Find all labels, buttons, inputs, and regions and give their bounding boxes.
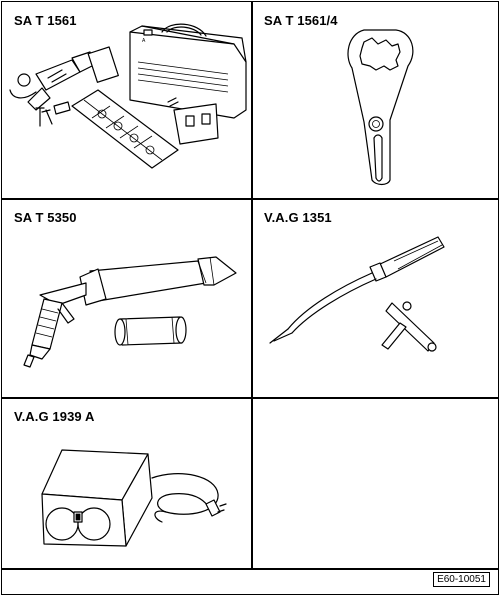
- sat-1561-4-spanner-illustration: [347, 29, 414, 186]
- grid-divider-row1: [2, 198, 498, 200]
- tool-cell-sat-1561: SA T 1561 A: [2, 2, 251, 198]
- reference-code: E60-10051: [433, 572, 490, 587]
- sat-5350-gun-illustration: [23, 256, 237, 368]
- svg-text:A: A: [142, 38, 146, 44]
- tool-cell-sat-1561-4: SA T 1561/4: [252, 2, 498, 198]
- grid-divider-vertical: [251, 2, 253, 568]
- tool-cell-sat-5350: SA T 5350: [2, 199, 251, 397]
- tool-label: SA T 5350: [14, 210, 77, 225]
- empty-cell: [252, 398, 498, 568]
- tool-cell-vag-1939a: V.A.G 1939 A: [2, 398, 251, 568]
- tool-label: SA T 1561: [14, 13, 77, 28]
- tool-label: V.A.G 1351: [264, 210, 332, 225]
- grid-divider-footer: [2, 568, 498, 570]
- vag-1939a-device-illustration: [41, 449, 227, 547]
- vag-1351-tools-illustration: [269, 236, 445, 352]
- tool-label: SA T 1561/4: [264, 13, 338, 28]
- sat-1561-kit-illustration: A: [9, 23, 247, 169]
- tool-label: V.A.G 1939 A: [14, 409, 95, 424]
- tool-cell-vag-1351: V.A.G 1351: [252, 199, 498, 397]
- grid-divider-row2: [2, 397, 498, 399]
